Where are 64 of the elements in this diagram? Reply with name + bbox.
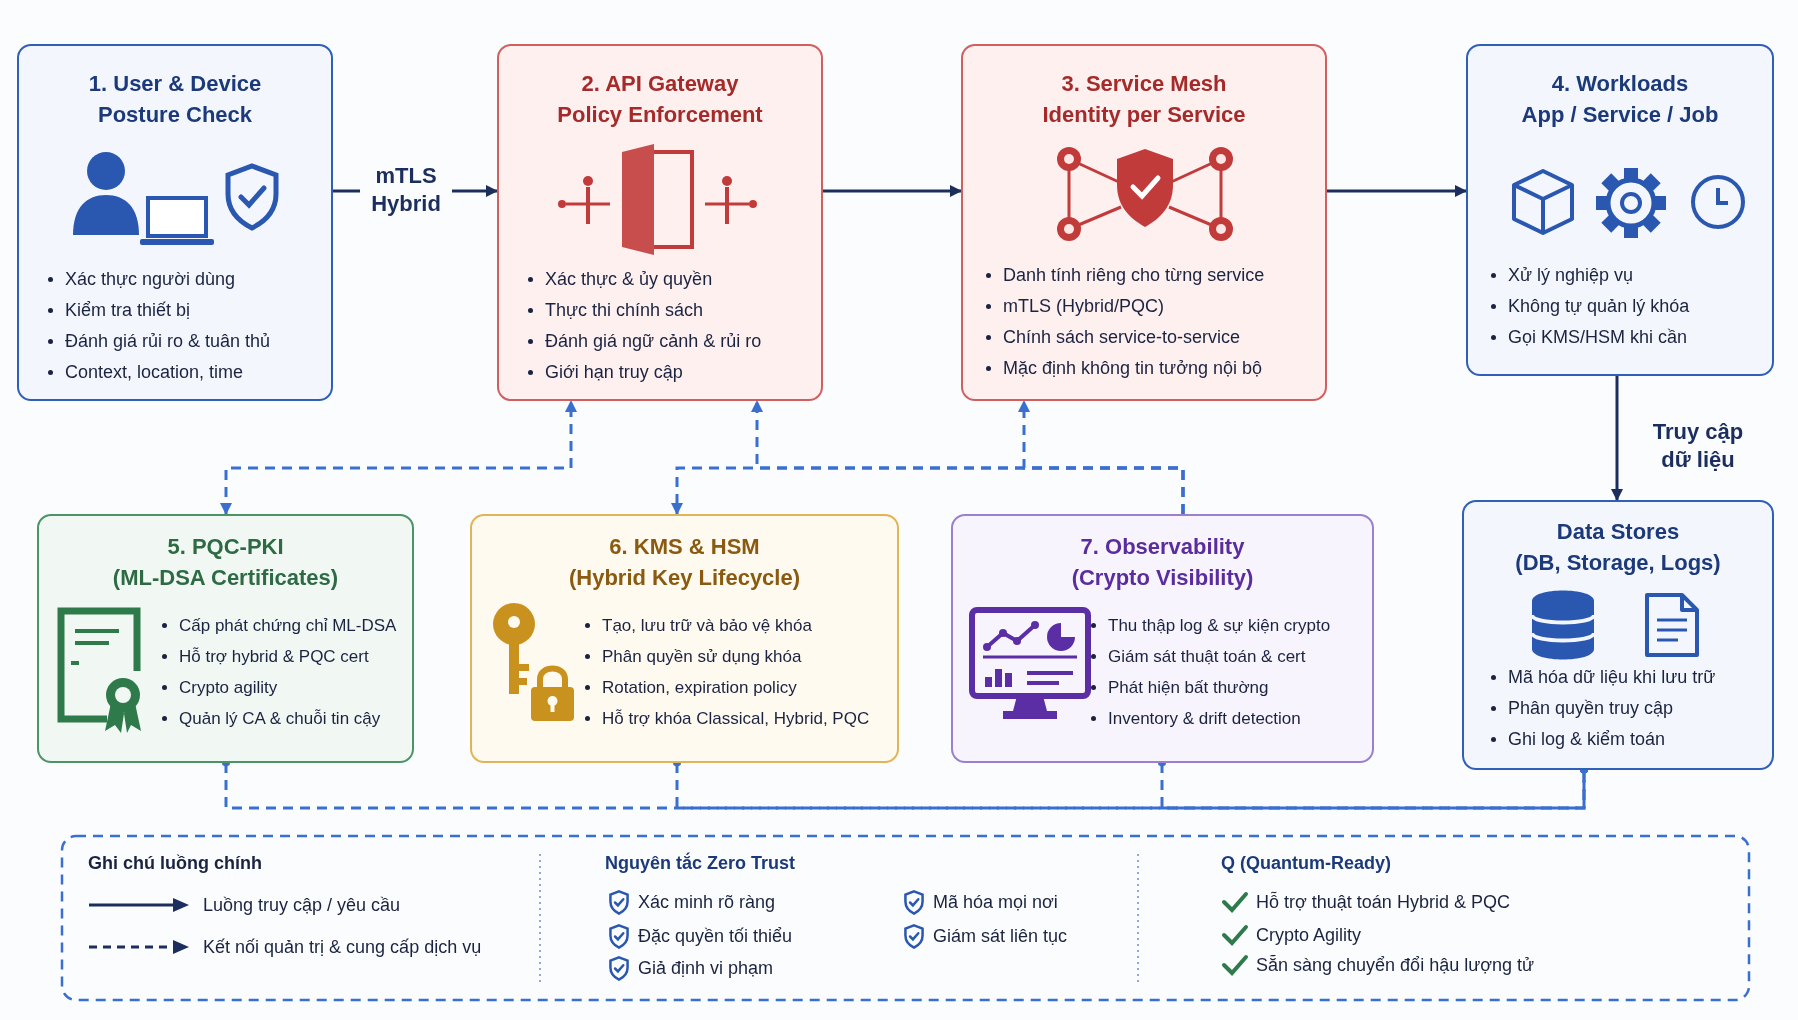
process-box [17,44,333,401]
box-heading: 6. KMS & HSM (Hybrid Key Lifecycle) [567,533,802,592]
bullet-item: Thực thi chính sách [545,299,704,322]
legend-label: Kết nối quản trị & cung cấp dịch vụ [203,936,482,958]
bullet-item: Giới hạn truy cập [545,361,683,384]
section-heading: Ghi chú luồng chính [88,852,262,874]
bullet-item: Thu thập log & sự kiện crypto [1108,615,1331,637]
bullet-item: Crypto agility [179,677,278,699]
bullet-item: Mặc định không tin tưởng nội bộ [1003,357,1262,380]
bullet-item: Giám sát thuật toán & cert [1108,646,1306,668]
process-box [951,514,1374,763]
bullet-item: Đánh giá ngữ cảnh & rủi ro [545,330,762,353]
bullet-item: Xác thực & ủy quyền [545,268,713,291]
bullet-item: Ghi log & kiểm toán [1508,728,1666,751]
bullet-item: Phân quyền truy cập [1508,697,1674,720]
bullet-item: Kiểm tra thiết bị [65,299,191,322]
bullet-item: Danh tính riêng cho từng service [1003,264,1265,287]
bullet-item: Phân quyền sử dụng khóa [602,646,802,668]
bullet-item: Tạo, lưu trữ và bảo vệ khóa [602,615,812,637]
bullet-item: Phát hiện bất thường [1108,677,1269,699]
legend-label: Luồng truy cập / yêu cầu [203,894,401,916]
edge-label: Truy cập dữ liệu [1651,418,1745,474]
process-box [1462,500,1774,770]
box-heading: 2. API Gateway Policy Enforcement [556,70,764,129]
dashed-arrow [220,400,577,515]
list-item: Mã hóa mọi nơi [933,891,1058,913]
list-item: Giám sát liên tục [933,925,1068,947]
bullet-item: Đánh giá rủi ro & tuân thủ [65,330,271,353]
list-item: Xác minh rõ ràng [638,891,776,913]
bullet-item: Rotation, expiration policy [602,677,797,699]
section-heading: Q (Quantum-Ready) [1221,852,1391,874]
dashed-arrow [1018,400,1185,514]
bullet-item: Quản lý CA & chuỗi tin cậy [179,708,381,730]
bullet-item: Xử lý nghiệp vụ [1508,264,1634,287]
list-item: Crypto Agility [1256,924,1362,946]
bullet-item: Cấp phát chứng chỉ ML-DSA [179,615,397,637]
process-box [1466,44,1774,376]
list-item: Hỗ trợ thuật toán Hybrid & PQC [1256,891,1510,913]
bullet-item: Hỗ trợ hybrid & PQC cert [179,646,369,668]
bullet-item: Context, location, time [65,361,244,384]
bullet-item: Inventory & drift detection [1108,708,1301,730]
box-heading: 1. User & Device Posture Check [87,70,263,129]
process-box [470,514,899,763]
bullet-item: Mã hóa dữ liệu khi lưu trữ [1508,666,1716,689]
bullet-item: Không tự quản lý khóa [1508,295,1690,318]
bullet-item: Hỗ trợ khóa Classical, Hybrid, PQC [602,708,870,730]
box-heading: 4. Workloads App / Service / Job [1520,70,1720,129]
box-heading: 7. Observability (Crypto Visibility) [1070,533,1255,592]
process-box [961,44,1327,401]
list-item: Sẵn sàng chuyển đổi hậu lượng tử [1256,954,1535,976]
list-item: Giả định vi phạm [638,957,774,979]
process-box [37,514,414,763]
arrow [823,185,962,197]
box-heading: 3. Service Mesh Identity per Service [1041,70,1247,129]
arrow [1327,185,1467,197]
box-heading: Data Stores (DB, Storage, Logs) [1514,518,1722,577]
bullet-item: mTLS (Hybrid/PQC) [1003,295,1164,318]
arrow [1611,376,1623,501]
bullet-item: Chính sách service-to-service [1003,326,1241,349]
list-item: Đặc quyền tối thiểu [638,925,793,947]
bullet-item: Gọi KMS/HSM khi cần [1508,326,1688,349]
bullet-item: Xác thực người dùng [65,268,235,291]
box-heading: 5. PQC-PKI (ML-DSA Certificates) [111,533,340,592]
section-heading: Nguyên tắc Zero Trust [605,852,796,874]
